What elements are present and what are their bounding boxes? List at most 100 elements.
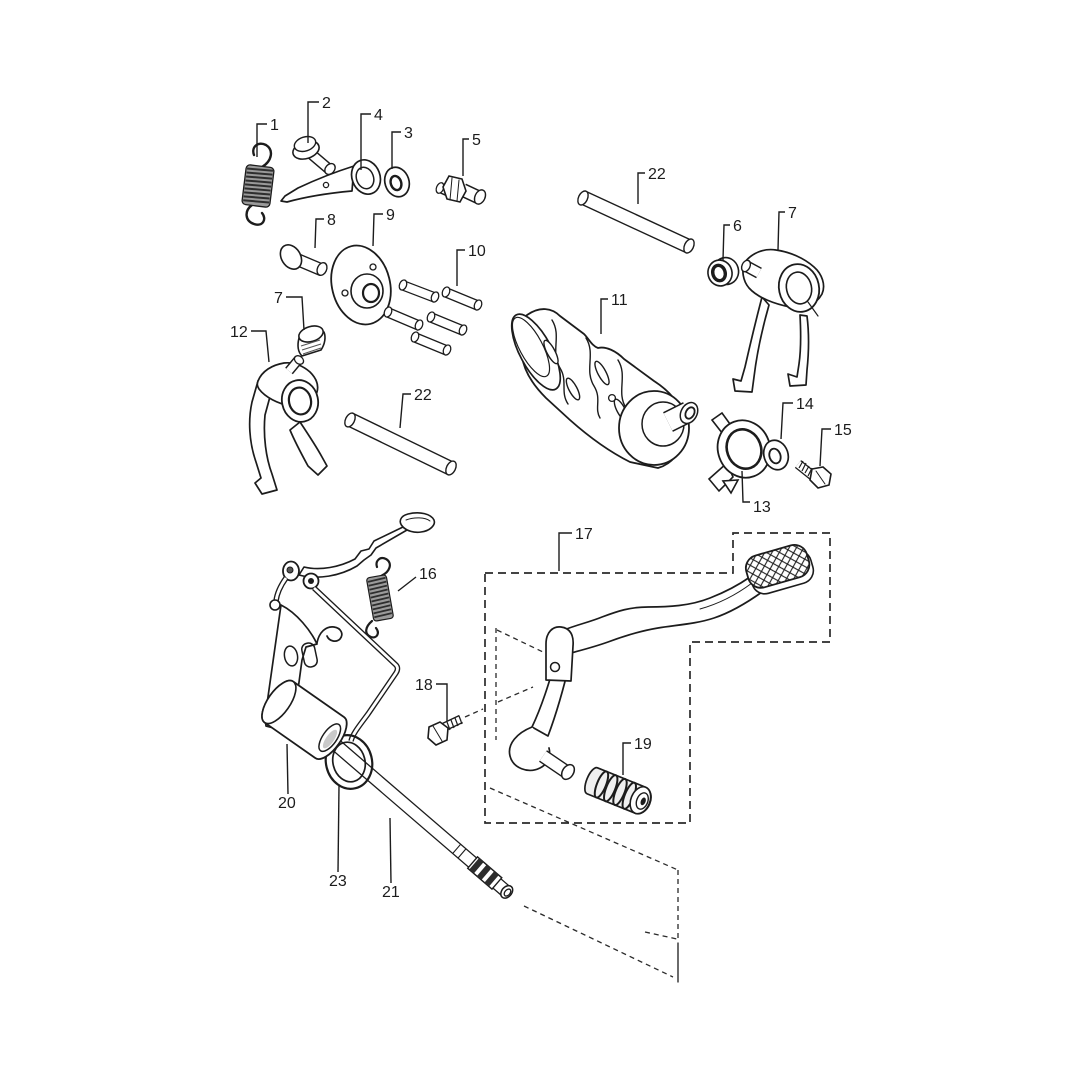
part-9-cam-plate bbox=[330, 244, 392, 326]
label-12: 12 bbox=[230, 324, 270, 363]
part-15-bolt bbox=[794, 460, 832, 489]
label-7-left: 7 bbox=[274, 290, 305, 331]
part-10-dowel-pins bbox=[383, 279, 483, 356]
pedal-pivot-boss bbox=[545, 626, 574, 682]
part-13-shift-cam-plate bbox=[707, 411, 772, 495]
callout-text: 10 bbox=[468, 243, 486, 260]
part-8-pivot-pin bbox=[279, 244, 328, 277]
label-14: 14 bbox=[780, 396, 814, 440]
leader-line bbox=[622, 742, 631, 775]
callout-text: 13 bbox=[753, 499, 771, 516]
dowel-pin bbox=[426, 311, 468, 336]
leader-line bbox=[399, 393, 411, 429]
part-22-fork-shaft-top bbox=[577, 190, 695, 254]
label-19: 19 bbox=[622, 736, 652, 775]
label-21: 21 bbox=[382, 817, 400, 901]
label-13: 13 bbox=[741, 470, 771, 516]
leader-line bbox=[600, 298, 608, 334]
dowel-pin bbox=[441, 286, 483, 311]
callout-text: 8 bbox=[327, 212, 336, 229]
leader-line bbox=[777, 211, 785, 251]
part-22-fork-shaft-mid bbox=[344, 412, 457, 476]
leader-line bbox=[436, 683, 448, 721]
leader-line bbox=[391, 131, 401, 169]
part-14-washer bbox=[762, 439, 790, 471]
shift-arm-assembly bbox=[264, 512, 436, 742]
part-5-screw-fitting bbox=[435, 175, 487, 205]
callout-text: 7 bbox=[788, 205, 797, 222]
label-11: 11 bbox=[600, 292, 628, 334]
part-21-shift-shaft bbox=[317, 727, 514, 899]
callout-text: 4 bbox=[374, 107, 383, 124]
part-2-shoulder-bolt bbox=[292, 135, 336, 176]
label-16: 16 bbox=[397, 566, 437, 592]
dowel-pin bbox=[398, 279, 440, 303]
label-5: 5 bbox=[462, 132, 481, 176]
leader-line bbox=[819, 428, 831, 467]
callout-text: 6 bbox=[733, 218, 742, 235]
callout-text: 20 bbox=[278, 795, 296, 812]
label-9: 9 bbox=[372, 207, 395, 247]
part-4-stopper-arm bbox=[280, 159, 382, 203]
part-7-roller-bushing-left bbox=[297, 325, 326, 357]
part-11-shift-drum bbox=[510, 308, 699, 469]
callout-text: 7 bbox=[274, 290, 283, 307]
part-20-collar bbox=[261, 679, 348, 760]
callout-text: 22 bbox=[414, 387, 432, 404]
label-22-mid: 22 bbox=[399, 387, 432, 429]
label-7-right: 7 bbox=[777, 205, 797, 251]
leader-line bbox=[360, 113, 371, 170]
part-1-tension-spring bbox=[241, 142, 275, 226]
leader-line bbox=[741, 470, 750, 503]
label-23: 23 bbox=[329, 785, 347, 890]
leader-line bbox=[389, 817, 392, 884]
leader-line bbox=[558, 532, 572, 571]
leader-line bbox=[722, 224, 730, 261]
label-10: 10 bbox=[456, 243, 486, 286]
callout-text: 15 bbox=[834, 422, 852, 439]
label-6: 6 bbox=[722, 218, 742, 261]
leader-line bbox=[780, 402, 793, 440]
part-3-washer bbox=[383, 166, 411, 198]
part-17-dashed-box bbox=[484, 532, 831, 824]
label-2: 2 bbox=[307, 95, 331, 143]
arm-paddle bbox=[399, 512, 436, 534]
callout-text: 2 bbox=[322, 95, 331, 112]
leader-line bbox=[286, 296, 305, 331]
part-7-shift-fork-right bbox=[732, 248, 825, 393]
part-6-roller bbox=[707, 256, 740, 287]
callout-text: 21 bbox=[382, 884, 400, 901]
callout-text: 14 bbox=[796, 396, 814, 413]
label-17: 17 bbox=[558, 526, 593, 571]
label-18: 18 bbox=[415, 677, 448, 721]
leader-line bbox=[307, 101, 319, 143]
leader-line bbox=[456, 249, 465, 286]
callout-text: 3 bbox=[404, 125, 413, 142]
plate-hook bbox=[316, 626, 343, 644]
part-16-return-spring bbox=[365, 557, 394, 639]
label-4: 4 bbox=[360, 107, 383, 170]
callout-text: 19 bbox=[634, 736, 652, 753]
leader-line bbox=[372, 213, 383, 247]
part-19-pedal-rubber bbox=[584, 766, 652, 815]
leader-line bbox=[337, 785, 340, 873]
dowel-pin bbox=[383, 306, 424, 331]
part-12-shift-fork-left bbox=[248, 355, 328, 495]
callout-text: 1 bbox=[270, 117, 279, 134]
callout-text: 18 bbox=[415, 677, 433, 694]
callout-text: 22 bbox=[648, 166, 666, 183]
dowel-pin bbox=[410, 331, 452, 356]
callout-text: 11 bbox=[611, 292, 628, 309]
callout-text: 23 bbox=[329, 873, 347, 890]
projection-dashed-lines bbox=[484, 532, 831, 983]
label-22-top: 22 bbox=[637, 166, 666, 204]
part-18-bolt bbox=[427, 708, 484, 746]
callout-text: 5 bbox=[472, 132, 481, 149]
callout-text: 12 bbox=[230, 324, 248, 341]
leader-line bbox=[256, 123, 267, 157]
callout-text: 9 bbox=[386, 207, 395, 224]
callouts: 1 2 4 3 5 22 6 7 8 9 10 7 12 11 22 14 15… bbox=[230, 95, 852, 901]
